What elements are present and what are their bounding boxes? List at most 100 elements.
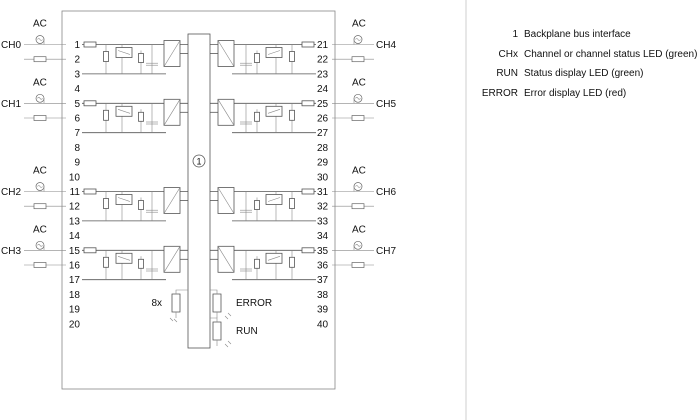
legend-row: RUN Status display LED (green) bbox=[470, 64, 700, 84]
channel-label: CH5 bbox=[376, 99, 396, 110]
bus-marker-label: 1 bbox=[196, 157, 201, 167]
terminal-label: 2 bbox=[74, 55, 80, 66]
backplane-bus bbox=[187, 33, 211, 349]
terminal-label: 27 bbox=[317, 128, 329, 139]
terminal-label: 40 bbox=[317, 319, 329, 330]
fuse-icon bbox=[351, 262, 365, 268]
fuse-icon bbox=[351, 56, 365, 63]
terminal-label: 16 bbox=[69, 261, 81, 272]
ac-source-label: AC bbox=[352, 77, 366, 88]
channel-ch5: AC CH5 bbox=[332, 77, 396, 121]
channel-circuit bbox=[82, 98, 188, 134]
terminal-label: 10 bbox=[69, 172, 81, 183]
fuse-icon bbox=[33, 56, 47, 63]
terminal-label: 19 bbox=[69, 305, 81, 316]
terminal-label: 22 bbox=[317, 55, 329, 66]
channel-ch0: AC CH0 bbox=[1, 19, 66, 63]
error-led bbox=[210, 289, 232, 320]
terminal-label: 36 bbox=[317, 261, 329, 272]
channel-ch2: AC CH2 bbox=[1, 166, 66, 210]
terminal-label: 28 bbox=[317, 143, 329, 154]
error-label: ERROR bbox=[236, 298, 272, 309]
channel-circuit bbox=[210, 187, 316, 222]
terminal-label: 8 bbox=[74, 143, 80, 154]
terminal-label: 20 bbox=[69, 319, 81, 330]
channel-label: CH3 bbox=[1, 246, 21, 257]
ac-source-label: AC bbox=[33, 224, 47, 235]
channel-circuit bbox=[82, 40, 188, 75]
channel-label: CH2 bbox=[1, 187, 21, 198]
legend-key: ERROR bbox=[481, 87, 518, 99]
terminal-label: 34 bbox=[317, 231, 329, 242]
terminal-label: 4 bbox=[74, 84, 80, 95]
channel-circuit bbox=[210, 245, 316, 281]
legend-key: CHx bbox=[498, 48, 518, 60]
legend-value: Channel or channel status LED (green) bbox=[524, 48, 698, 60]
channel-ch1: AC CH1 bbox=[1, 77, 66, 121]
terminal-label: 7 bbox=[74, 128, 80, 139]
terminal-label: 15 bbox=[69, 246, 81, 257]
led-count-label: 8x bbox=[151, 298, 162, 309]
bus-marker-circle bbox=[192, 154, 206, 168]
fuse-icon bbox=[33, 262, 47, 268]
terminal-label: 38 bbox=[317, 290, 329, 301]
terminal-label: 11 bbox=[70, 187, 81, 198]
fuse-icon bbox=[33, 115, 47, 121]
channel-ch7: AC CH7 bbox=[332, 224, 396, 268]
channel-led-group bbox=[169, 289, 188, 323]
terminal-label: 21 bbox=[317, 40, 329, 51]
channel-label: CH1 bbox=[1, 99, 21, 110]
ac-source-label: AC bbox=[33, 19, 47, 30]
channel-ch6: AC CH6 bbox=[332, 166, 396, 210]
terminal-label: 29 bbox=[317, 158, 329, 169]
terminal-label: 14 bbox=[69, 231, 81, 242]
terminal-label: 32 bbox=[317, 202, 329, 213]
ac-source-label: AC bbox=[352, 224, 366, 235]
terminal-label: 31 bbox=[317, 187, 329, 198]
run-led bbox=[210, 317, 232, 348]
legend-row: CHx Channel or channel status LED (green… bbox=[470, 45, 700, 65]
channel-circuit bbox=[82, 187, 188, 222]
terminal-label: 18 bbox=[69, 290, 81, 301]
legend-key: 1 bbox=[512, 29, 518, 40]
terminal-label: 1 bbox=[74, 40, 80, 51]
channel-circuit bbox=[210, 98, 316, 134]
channel-label: CH7 bbox=[376, 246, 396, 257]
legend-value: Error display LED (red) bbox=[524, 87, 627, 99]
ac-source-label: AC bbox=[352, 166, 366, 177]
ac-source-label: AC bbox=[33, 166, 47, 177]
terminal-label: 33 bbox=[317, 216, 329, 227]
fuse-icon bbox=[33, 203, 47, 210]
ac-source-label: AC bbox=[352, 19, 366, 30]
terminal-label: 30 bbox=[317, 172, 329, 183]
channel-label: CH0 bbox=[1, 40, 21, 51]
ac-source-label: AC bbox=[33, 77, 47, 88]
terminal-label: 6 bbox=[74, 114, 80, 125]
terminal-label: 3 bbox=[74, 69, 80, 80]
legend-value: Backplane bus interface bbox=[524, 29, 631, 40]
legend-value: Status display LED (green) bbox=[524, 68, 644, 79]
channel-ch3: AC CH3 bbox=[1, 224, 66, 268]
channel-label: CH6 bbox=[376, 187, 396, 198]
terminal-label: 23 bbox=[317, 69, 329, 80]
terminal-label: 17 bbox=[69, 275, 81, 286]
fuse-icon bbox=[351, 203, 365, 210]
terminal-label: 26 bbox=[317, 114, 329, 125]
terminal-label: 35 bbox=[317, 246, 329, 257]
run-label: RUN bbox=[236, 326, 258, 337]
legend-key: RUN bbox=[496, 68, 518, 79]
terminal-label: 5 bbox=[74, 99, 80, 110]
channel-circuits bbox=[82, 40, 316, 281]
legend: 1 Backplane bus interface CHx Channel or… bbox=[470, 25, 700, 103]
terminal-label: 37 bbox=[317, 275, 329, 286]
terminal-label: 25 bbox=[317, 99, 329, 110]
terminal-label: 9 bbox=[74, 158, 80, 169]
terminal-label: 13 bbox=[69, 216, 81, 227]
terminal-label: 24 bbox=[317, 84, 329, 95]
